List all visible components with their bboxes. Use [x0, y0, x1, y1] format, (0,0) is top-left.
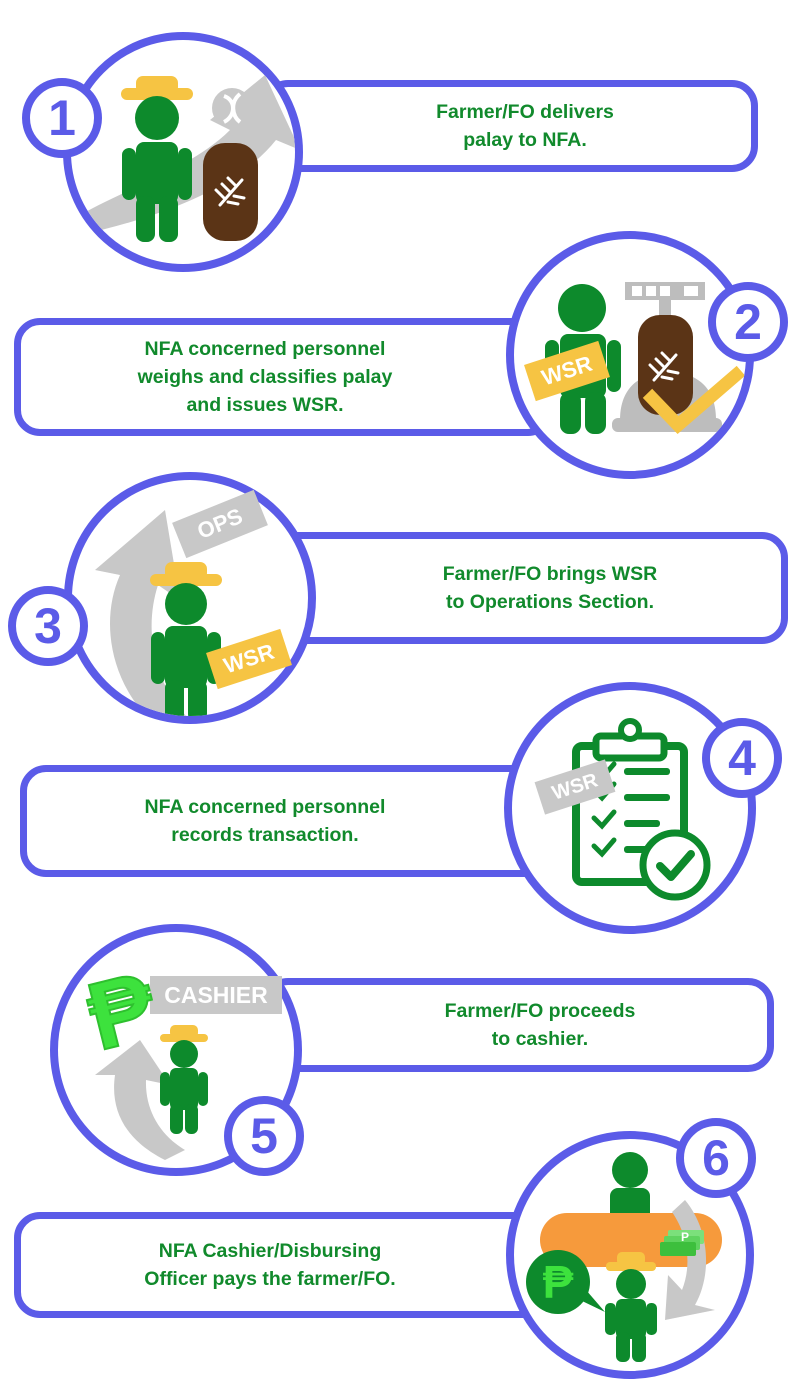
- peso-symbol: ₱: [77, 951, 167, 1072]
- step-3-line-1: Farmer/FO brings WSR: [442, 563, 658, 585]
- step-2-badge: [708, 282, 788, 362]
- step-6-line-2: Officer pays the farmer/FO.: [144, 1268, 396, 1290]
- step-6-illustration: [506, 1131, 754, 1379]
- grain-icon: [212, 88, 252, 128]
- step-2-number: 2: [734, 294, 762, 350]
- step-4-description: NFA concerned personnel records transact…: [40, 765, 490, 877]
- step-2-illustration: [506, 231, 754, 479]
- arrow-icon: [95, 1040, 185, 1160]
- arrow-icon: [665, 1200, 715, 1320]
- step-6-line-1: NFA Cashier/Disbursing: [158, 1240, 382, 1262]
- farmer-icon: [150, 562, 222, 716]
- cashier-sign: CASHIER: [150, 976, 282, 1014]
- step-5-description: Farmer/FO proceeds to cashier.: [330, 978, 750, 1072]
- palay-sack-icon: [203, 143, 258, 241]
- peso-bubble-symbol: ₱: [528, 1254, 588, 1310]
- step-1-description: Farmer/FO delivers palay to NFA.: [320, 80, 730, 172]
- step-6-number: 6: [702, 1130, 730, 1186]
- step-6-description: NFA Cashier/Disbursing Officer pays the …: [30, 1212, 510, 1318]
- farmer-icon: [160, 1025, 208, 1134]
- cash-icon: [660, 1230, 704, 1256]
- arrow-icon: [95, 510, 190, 716]
- step-3-illustration: [64, 472, 316, 724]
- step-3-description-box: [262, 532, 788, 644]
- step-1-number: 1: [48, 90, 76, 146]
- step-5-badge: [224, 1096, 304, 1176]
- cashier-sign-text: CASHIER: [164, 981, 268, 1008]
- step-5-line-2: to cashier.: [491, 1028, 589, 1050]
- step-4-line-1: NFA concerned personnel: [144, 796, 386, 818]
- check-circle-icon: [639, 829, 711, 901]
- farmer-icon: [605, 1252, 657, 1362]
- step-3-line-2: to Operations Section.: [445, 591, 655, 613]
- cash-symbol: P: [680, 1230, 689, 1244]
- step-1-line-1: Farmer/FO delivers: [436, 101, 614, 123]
- step-2-line-2: weighs and classifies palay: [137, 366, 393, 388]
- peso-symbol: ₱: [542, 1256, 574, 1308]
- step-3-number: 3: [34, 598, 62, 654]
- step-2-description: NFA concerned personnel weighs and class…: [30, 318, 500, 436]
- step-1-badge: [22, 78, 102, 158]
- step-2-line-1: NFA concerned personnel: [144, 338, 386, 360]
- step-1-description-box: [262, 80, 758, 172]
- peso-bubble-icon: [526, 1250, 605, 1314]
- step-2-line-3: and issues WSR.: [186, 394, 344, 416]
- step-4-badge: [702, 718, 782, 798]
- step-1-illustration: [63, 32, 303, 272]
- step-4-number: 4: [728, 730, 756, 786]
- cash-label: P: [670, 1228, 700, 1246]
- step-4-illustration: [504, 682, 756, 934]
- step-3-badge: [8, 586, 88, 666]
- step-6-badge: [676, 1118, 756, 1198]
- step-3-description: Farmer/FO brings WSR to Operations Secti…: [330, 532, 770, 644]
- step-4-line-2: records transaction.: [171, 824, 359, 846]
- step-4-description-box: [20, 765, 560, 877]
- step-5-number: 5: [250, 1108, 278, 1164]
- step-5-line-1: Farmer/FO proceeds: [444, 1000, 636, 1022]
- check-icon: [642, 365, 746, 434]
- step-6-description-box: [14, 1212, 554, 1318]
- step-1-line-2: palay to NFA.: [463, 129, 587, 151]
- farmer-icon: [121, 76, 193, 242]
